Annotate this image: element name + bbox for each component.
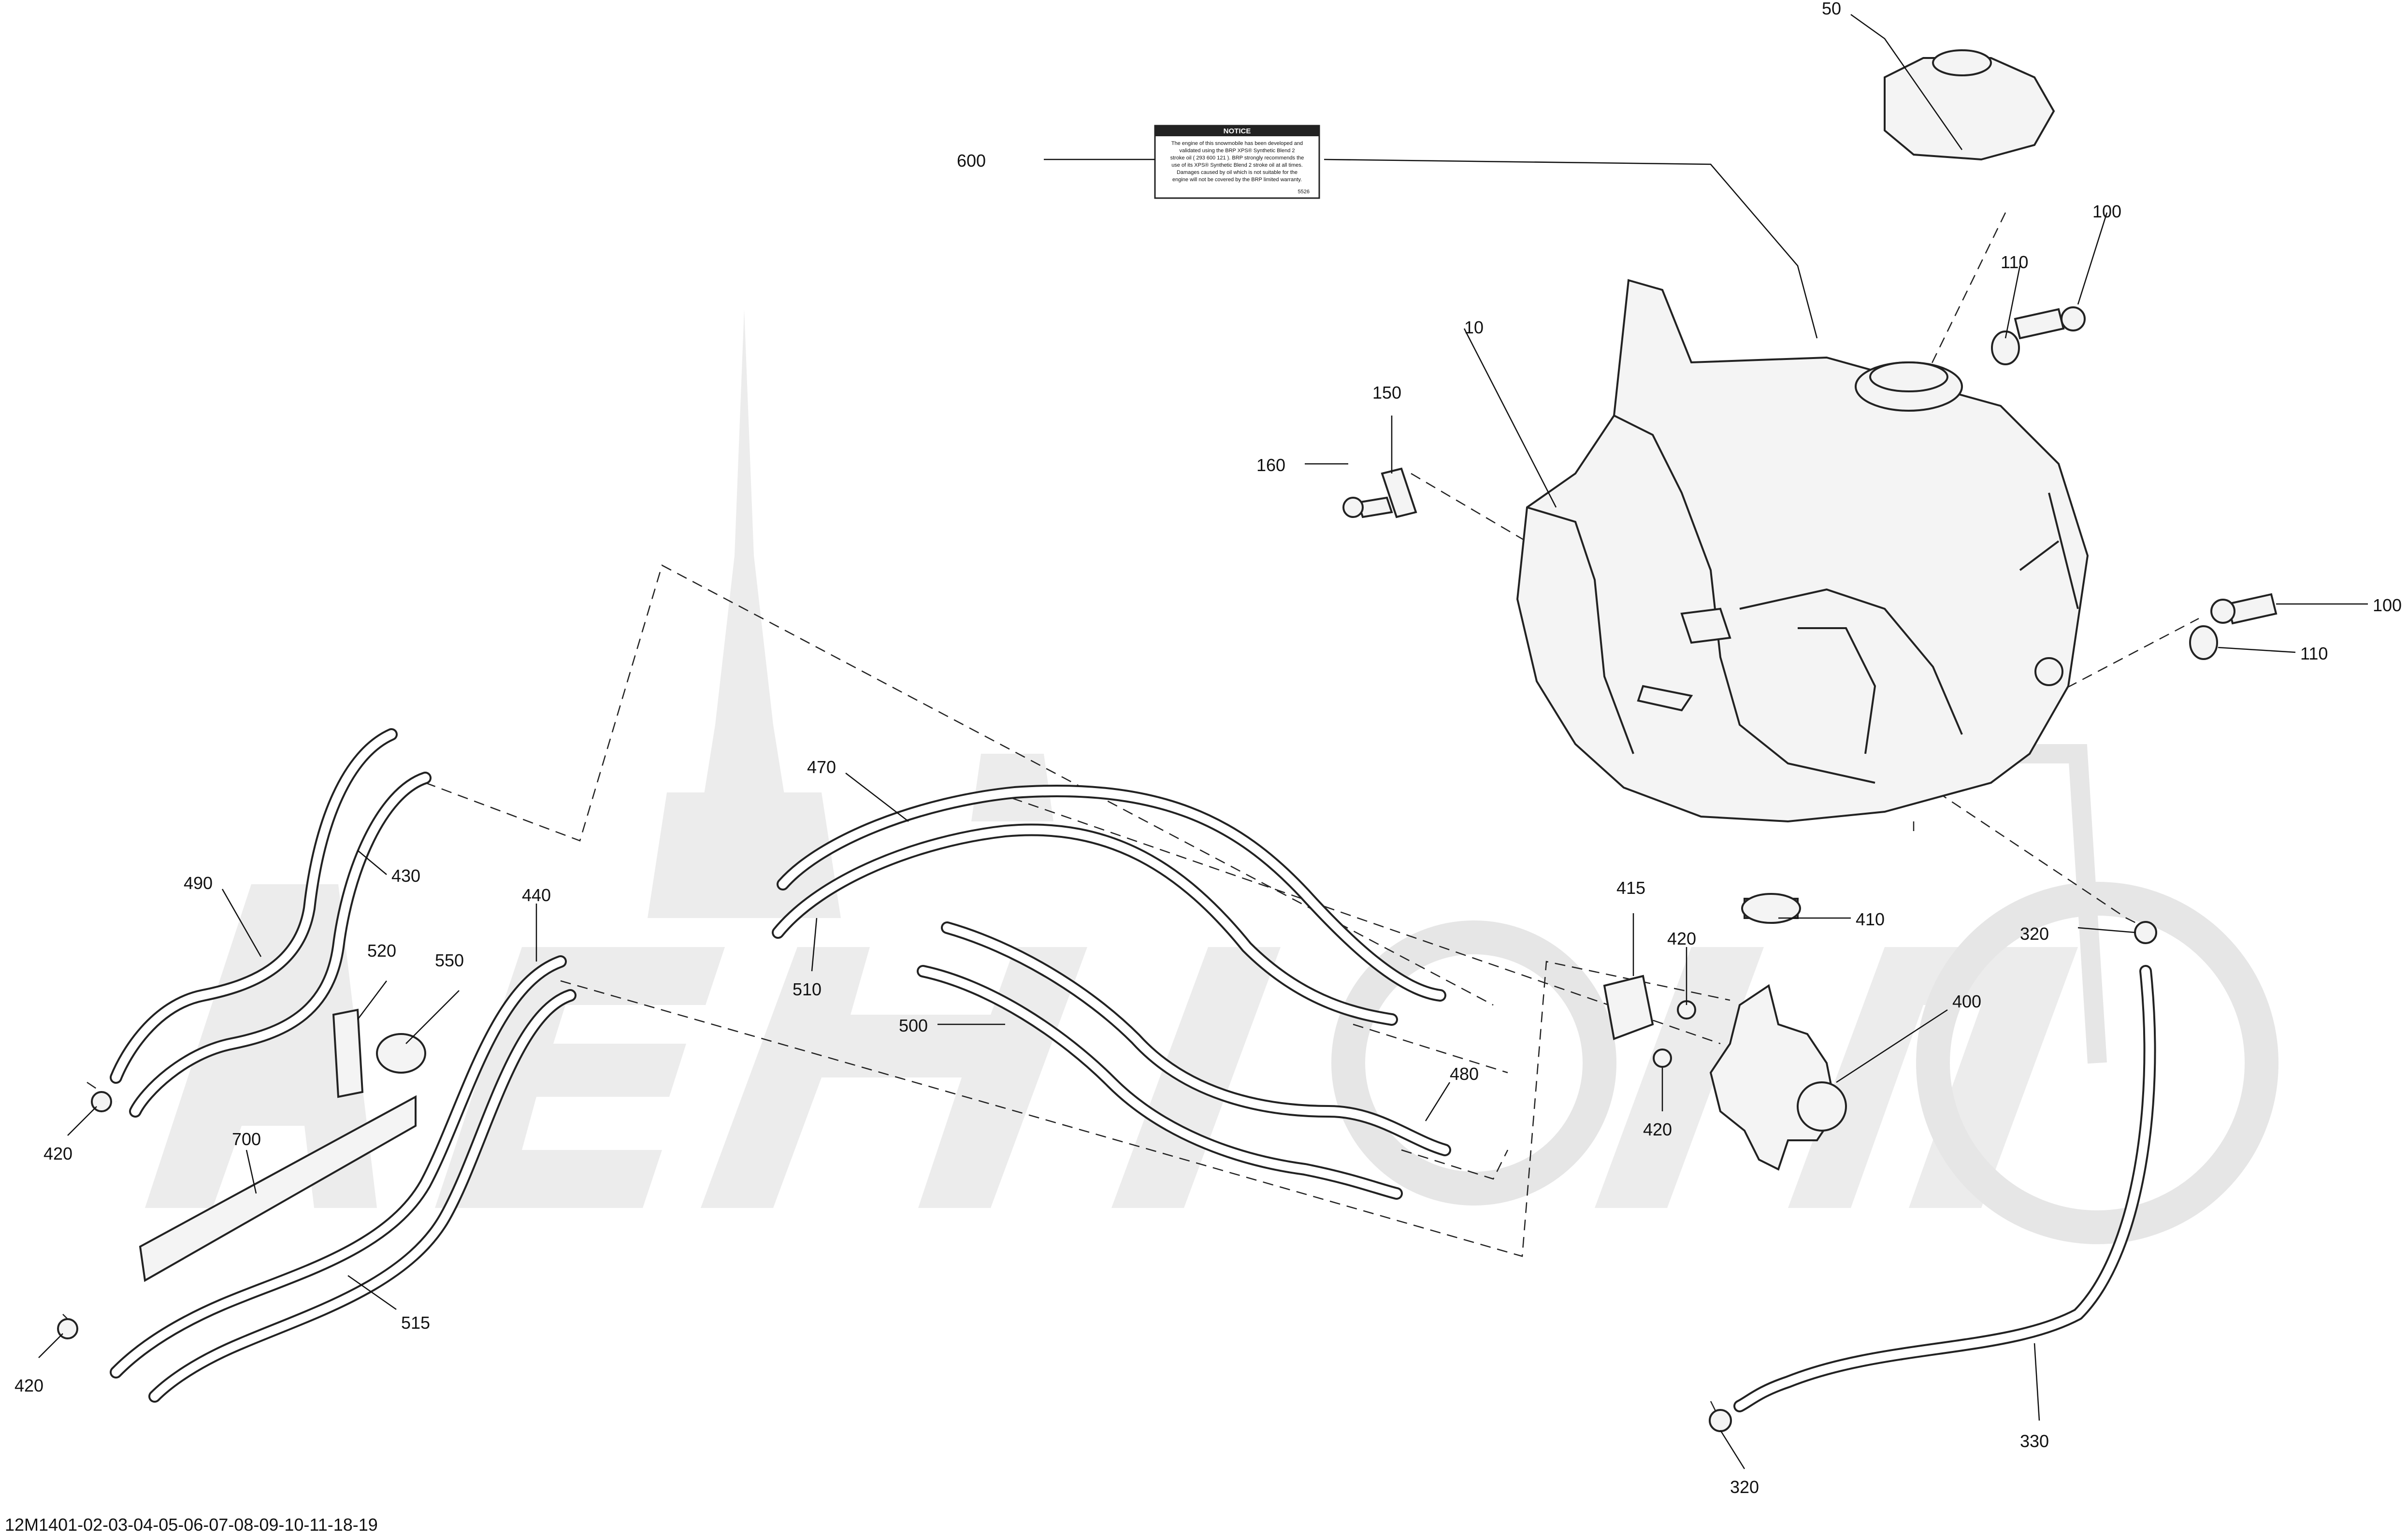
notice-line: stroke oil ( 293 600 121 ). BRP strongly… xyxy=(1170,155,1304,161)
notice-line: use of its XPS® Synthetic Blend 2 stroke… xyxy=(1171,162,1303,168)
callout-415: 415 xyxy=(1616,878,1645,898)
callout-500: 500 xyxy=(899,1016,928,1035)
notice-line: validated using the BRP XPS® Synthetic B… xyxy=(1179,148,1295,154)
callout-520: 520 xyxy=(367,941,396,961)
callout-100: 100 xyxy=(2092,201,2121,221)
callout-100: 100 xyxy=(2373,595,2402,615)
callout-420: 420 xyxy=(1667,929,1696,948)
callout-550: 550 xyxy=(435,950,464,970)
callout-510: 510 xyxy=(793,979,822,999)
callout-410: 410 xyxy=(1856,909,1885,929)
hoses xyxy=(110,728,2156,1412)
drawing-code: 12M1401-02-03-04-05-06-07-08-09-10-11-18… xyxy=(5,1515,378,1535)
callout-515: 515 xyxy=(401,1313,430,1333)
callout-430: 430 xyxy=(391,866,420,886)
bolts-washers xyxy=(1342,306,2278,660)
notice-title: NOTICE xyxy=(1224,127,1251,135)
hose-330 xyxy=(1733,965,2156,1412)
filler-cap xyxy=(1884,49,2055,161)
callout-600: 600 xyxy=(957,151,986,171)
hose-500-480 xyxy=(917,921,1451,1200)
leader-lines xyxy=(38,14,2368,1469)
oil-pump xyxy=(1603,685,1847,1171)
callout-110: 110 xyxy=(2001,252,2028,272)
callout-10: 10 xyxy=(1464,317,1484,337)
hose-515 xyxy=(110,955,577,1403)
callout-150: 150 xyxy=(1372,383,1401,402)
hose-510 xyxy=(772,823,1398,1026)
callout-480: 480 xyxy=(1450,1064,1479,1084)
callout-420: 420 xyxy=(1643,1120,1672,1139)
callout-490: 490 xyxy=(184,873,213,893)
hose-470 xyxy=(777,784,1446,1002)
notice-line: 5526 xyxy=(1298,189,1310,195)
callout-320: 320 xyxy=(2020,924,2049,944)
callout-420: 420 xyxy=(43,1144,72,1164)
callout-400: 400 xyxy=(1952,991,1981,1011)
hose-490-430 xyxy=(110,728,432,1118)
callout-420: 420 xyxy=(14,1376,43,1395)
callouts: 50 600 100 110 10 150 160 100 110 470 49… xyxy=(14,0,2402,1497)
notice-line: engine will not be covered by the BRP li… xyxy=(1172,177,1302,183)
callout-320: 320 xyxy=(1730,1477,1759,1497)
callout-700: 700 xyxy=(232,1129,261,1149)
callout-50: 50 xyxy=(1822,0,1841,18)
callout-110: 110 xyxy=(2300,644,2328,663)
callout-440: 440 xyxy=(522,885,551,905)
notice-label: NOTICE The engine of this snowmobile has… xyxy=(1154,125,1320,199)
oil-tank xyxy=(1516,279,2089,823)
callout-160: 160 xyxy=(1256,455,1285,475)
callout-470: 470 xyxy=(807,757,836,777)
notice-line: The engine of this snowmobile has been d… xyxy=(1171,141,1303,146)
callout-330: 330 xyxy=(2020,1431,2049,1451)
notice-line: Damages caused by oil which is not suita… xyxy=(1177,170,1298,175)
